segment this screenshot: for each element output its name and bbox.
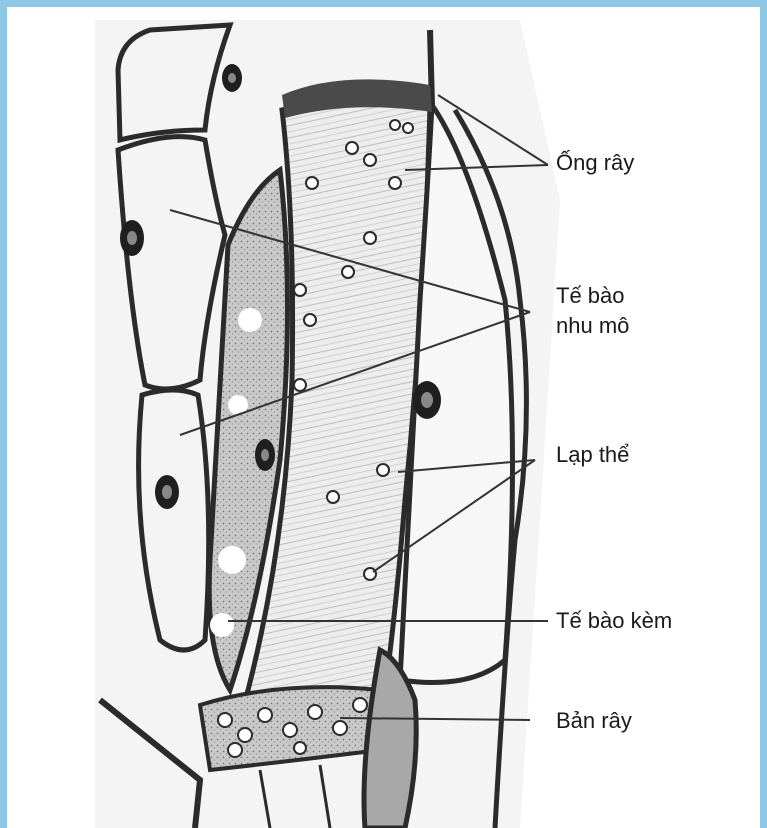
label-ong-ray: Ống rây bbox=[556, 148, 634, 178]
label-ban-ray: Bản rây bbox=[556, 706, 632, 736]
companion-vacuole bbox=[218, 546, 246, 574]
label-te-bao-line1: Tế bào bbox=[556, 281, 625, 311]
companion-vacuole bbox=[210, 613, 234, 637]
companion-vacuole bbox=[238, 308, 262, 332]
label-nhu-mo-line2: nhu mô bbox=[556, 311, 629, 341]
label-lap-the: Lạp thể bbox=[556, 440, 629, 470]
label-te-bao-kem: Tế bào kèm bbox=[556, 606, 672, 636]
